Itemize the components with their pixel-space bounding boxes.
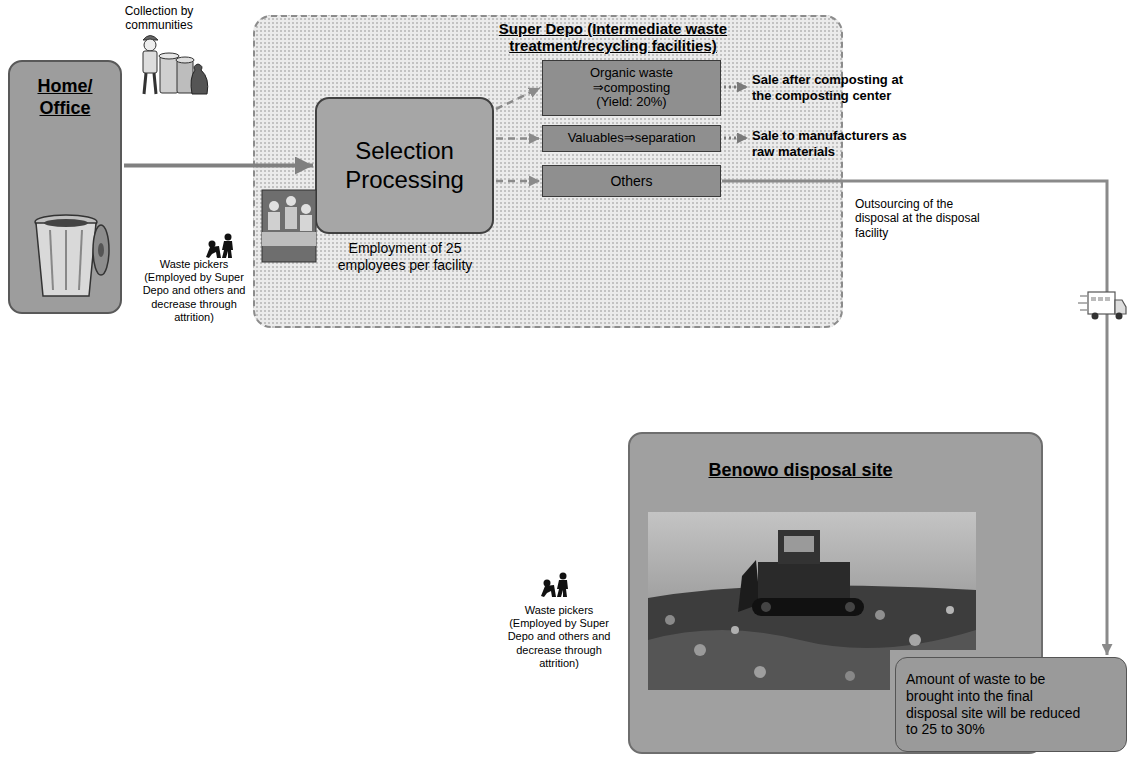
waste-picker-icon	[541, 585, 556, 597]
node-text: Valuables⇒separation	[568, 131, 696, 146]
landfill-photo	[665, 615, 675, 625]
collector-figure	[160, 56, 178, 93]
landfill-photo	[761, 602, 771, 612]
truck-icon	[1080, 309, 1087, 311]
waste-picker-icon	[541, 573, 568, 598]
waste-picker-icon	[206, 246, 221, 258]
workers-photo	[300, 215, 312, 231]
landfill-photo	[752, 598, 864, 616]
collector-figure	[159, 53, 179, 59]
trash-can	[44, 219, 88, 227]
collector-figure	[176, 57, 194, 63]
waste-picker-icon	[560, 573, 567, 580]
landfill-photo	[758, 562, 850, 600]
landfill-photo	[778, 530, 820, 564]
workers-photo	[262, 190, 316, 262]
node-text: Selection Processing	[323, 137, 486, 195]
trash-can	[36, 223, 96, 296]
waste-picker-icon	[225, 234, 232, 241]
waste-picker-icon	[206, 234, 233, 259]
workers-photo	[269, 201, 279, 211]
result-box: Amount of waste to be brought into the f…	[895, 657, 1127, 752]
trash-can	[50, 230, 53, 290]
landfill-photo	[784, 536, 814, 552]
collector-figure	[143, 51, 157, 73]
trash-can	[98, 243, 104, 257]
truck-icon	[1116, 313, 1123, 320]
annotation-label: Waste pickers (Employed by Super Depo an…	[140, 258, 248, 324]
landfill-photo	[845, 671, 855, 681]
annotation-label: Employment of 25 employees per facility	[313, 240, 497, 274]
collector-figure	[177, 60, 193, 93]
trash-can	[93, 225, 109, 275]
trash-can	[79, 230, 82, 290]
workers-photo	[301, 204, 311, 214]
annotation-label: Waste pickers (Employed by Super Depo an…	[500, 604, 618, 670]
process-box: Selection Processing	[315, 97, 494, 234]
collector-figure	[143, 36, 208, 95]
truck-icon	[1115, 300, 1126, 314]
collector-figure	[191, 64, 208, 94]
landfill-photo	[731, 626, 739, 634]
annotation-label: Sale after composting at the composting …	[752, 72, 924, 103]
annotation-label: Sale to manufacturers as raw materials	[752, 128, 914, 159]
waste-picker-icon	[209, 241, 216, 248]
workers-photo	[268, 212, 280, 230]
edge-label: Outsourcing of the disposal at the dispo…	[853, 197, 995, 240]
truck-icon	[1078, 292, 1126, 320]
trash-can	[65, 230, 67, 290]
output-box: Valuables⇒separation	[542, 125, 721, 152]
flow-arrow	[124, 164, 313, 168]
landfill-photo	[909, 634, 921, 646]
output-box: Others	[542, 165, 721, 197]
waste-picker-icon	[222, 241, 233, 258]
collector-figure	[144, 73, 146, 94]
landfill-photo	[845, 602, 855, 612]
node-text: Super Depo (Intermediate waste treatment…	[453, 20, 773, 55]
workers-photo	[286, 196, 296, 206]
node-text: Amount of waste to be brought into the f…	[906, 671, 1081, 738]
landfill-photo	[754, 666, 766, 678]
node-text: Others	[610, 173, 652, 189]
workers-photo	[285, 207, 297, 229]
truck-icon	[1078, 302, 1087, 304]
truck-icon	[1105, 297, 1110, 301]
node-text: Organic waste ⇒composting (Yield: 20%)	[576, 66, 688, 111]
truck-icon	[1080, 295, 1087, 297]
landfill-photo	[946, 606, 954, 614]
collector-figure	[154, 73, 156, 94]
facility-region: Super Depo (Intermediate waste treatment…	[253, 15, 843, 328]
workers-photo	[262, 190, 316, 262]
output-box: Organic waste ⇒composting (Yield: 20%)	[542, 60, 721, 116]
waste-picker-icon	[557, 580, 568, 597]
landfill-photo	[875, 610, 885, 620]
truck-icon	[1088, 292, 1115, 314]
truck-icon	[1098, 297, 1103, 301]
node-text: Home/ Office	[29, 76, 101, 119]
annotation-label: Collection by communities	[104, 4, 214, 33]
collector-figure	[144, 39, 156, 51]
truck-icon	[1091, 297, 1096, 301]
waste-picker-icon	[544, 580, 551, 587]
node-text: Benowo disposal site	[708, 460, 892, 482]
workers-photo	[262, 232, 316, 246]
truck-icon	[1092, 313, 1099, 320]
landfill-photo	[694, 644, 706, 656]
